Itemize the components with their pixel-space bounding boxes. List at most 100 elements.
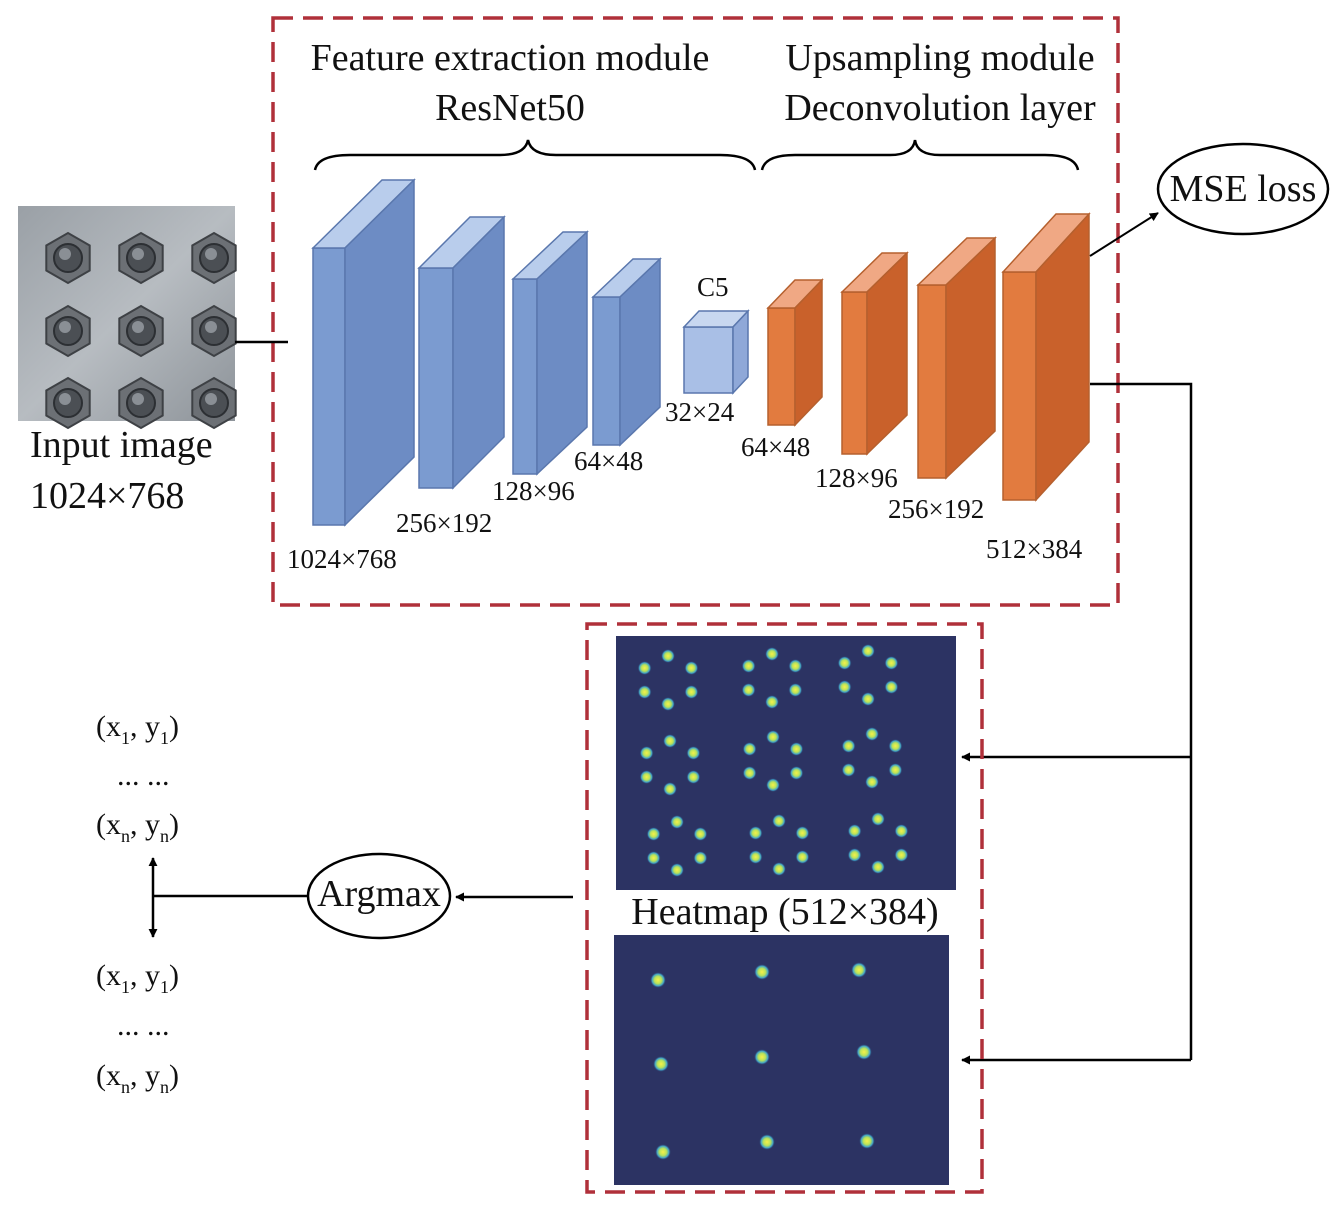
heatmap-keypoint (663, 734, 677, 748)
heatmap-keypoint (788, 683, 803, 697)
heatmap-keypoint (637, 685, 652, 699)
heatmap-keypoint (646, 827, 661, 841)
output-route (1090, 382, 1193, 1060)
decoder-size-4: 512×384 (986, 534, 1083, 564)
heatmap-keypoint (766, 778, 780, 792)
heatmap-keypoint (772, 814, 786, 828)
bottleneck-name: C5 (697, 272, 729, 302)
heatmap-keypoint (693, 851, 708, 865)
heatmap-keypoint (888, 763, 903, 777)
heatmap-frame (585, 622, 984, 1194)
heatmap-keypoint (741, 683, 756, 697)
encoder-size-2: 256×192 (396, 508, 492, 538)
heatmap-keypoint (871, 812, 885, 826)
encoder-size-3: 128×96 (492, 476, 575, 506)
feature-module-title: Feature extraction module (311, 37, 710, 79)
bottleneck-c5-block (682, 309, 750, 395)
heatmap-keypoint (742, 766, 757, 780)
heatmap-keypoint (637, 661, 652, 675)
bolt-nut (191, 231, 237, 285)
heatmap-keypoint (748, 826, 763, 840)
network-frame (271, 16, 1120, 607)
input-image-size: 1024×768 (30, 475, 184, 517)
heatmap-keypoint (765, 695, 779, 709)
bolt-nut (118, 376, 164, 430)
input-image (18, 206, 237, 430)
coord-last-lower: (xn, yn) (96, 1059, 179, 1097)
heatmap-label: Heatmap (512×384) (631, 891, 938, 933)
decoder-block-3 (916, 236, 997, 480)
heatmap-keypoint (861, 692, 875, 706)
heatmap-keypoint (766, 730, 780, 744)
heatmap-keypoint (789, 742, 804, 756)
heatmap-keypoint (865, 727, 879, 741)
encoder-block-4 (591, 257, 662, 447)
bolt-nut (118, 231, 164, 285)
bolt-nut (45, 231, 91, 285)
heatmap-keypoint (884, 680, 899, 694)
heatmap-keypoint (693, 827, 708, 841)
heatmap-center (650, 972, 666, 988)
heatmap-keypoint (861, 644, 875, 658)
bolt-nut (191, 376, 237, 430)
heatmap-keypoint (884, 656, 899, 670)
heatmap-keypoint (841, 763, 856, 777)
heatmap-keypoint (765, 647, 779, 661)
coord-ellipsis-upper: ... ... (117, 759, 170, 792)
heatmap-keypoint (847, 824, 862, 838)
coord-ellipsis-lower: ... ... (117, 1009, 170, 1042)
heatmap-centers (614, 935, 949, 1185)
heatmap-center (653, 1056, 669, 1072)
bolt-nut (45, 304, 91, 358)
decoder-size-1: 64×48 (741, 432, 810, 462)
heatmap-keypoint (795, 826, 810, 840)
decoder-size-3: 256×192 (888, 494, 984, 524)
upsampling-brace (760, 139, 1080, 171)
decoder-block-2 (840, 251, 909, 456)
heatmap-keypoint (788, 659, 803, 673)
heatmap-keypoint (888, 739, 903, 753)
encoder-block-1 (311, 178, 416, 527)
argmax-label: Argmax (317, 873, 441, 915)
heatmap-center (851, 962, 867, 978)
heatmap-center (859, 1133, 875, 1149)
encoder-block-2 (417, 215, 506, 490)
upsampling-module-layer: Deconvolution layer (784, 87, 1096, 129)
heatmap-keypoint (639, 746, 654, 760)
input-image-label: Input image (30, 424, 213, 466)
decoder-block-1 (766, 278, 824, 427)
heatmap-center (754, 964, 770, 980)
encoder-block-3 (511, 230, 589, 476)
bolt-nut (118, 304, 164, 358)
mse-loss-label: MSE loss (1170, 168, 1317, 210)
heatmap-keypoints (616, 636, 956, 890)
heatmap-keypoint (684, 685, 699, 699)
heatmap-keypoint (871, 860, 885, 874)
coord-last-upper: (xn, yn) (96, 808, 179, 846)
mse-loss-node (1156, 142, 1330, 236)
bolt-nut (45, 376, 91, 430)
heatmap-keypoint (639, 770, 654, 784)
heatmap-keypoint (686, 770, 701, 784)
decoder-size-2: 128×96 (815, 463, 898, 493)
heatmap-keypoint (837, 656, 852, 670)
heatmap-keypoint (795, 850, 810, 864)
upsampling-module-title: Upsampling module (785, 37, 1094, 79)
heatmap-keypoint (837, 680, 852, 694)
coord-first-upper: (x1, y1) (96, 710, 179, 748)
encoder-size-1: 1024×768 (287, 544, 397, 574)
loss-arrow (1089, 212, 1159, 257)
bottleneck-size: 32×24 (665, 397, 735, 427)
coord-first-lower: (x1, y1) (96, 959, 179, 997)
encoder-size-4: 64×48 (574, 446, 643, 476)
heatmap-keypoint (670, 815, 684, 829)
heatmap-keypoint (661, 649, 675, 663)
heatmap-keypoint (894, 824, 909, 838)
heatmap-keypoint (865, 775, 879, 789)
heatmap-keypoint (772, 862, 786, 876)
heatmap-keypoint (684, 661, 699, 675)
heatmap-center (856, 1044, 872, 1060)
heatmap-keypoint (847, 848, 862, 862)
heatmap-keypoint (686, 746, 701, 760)
